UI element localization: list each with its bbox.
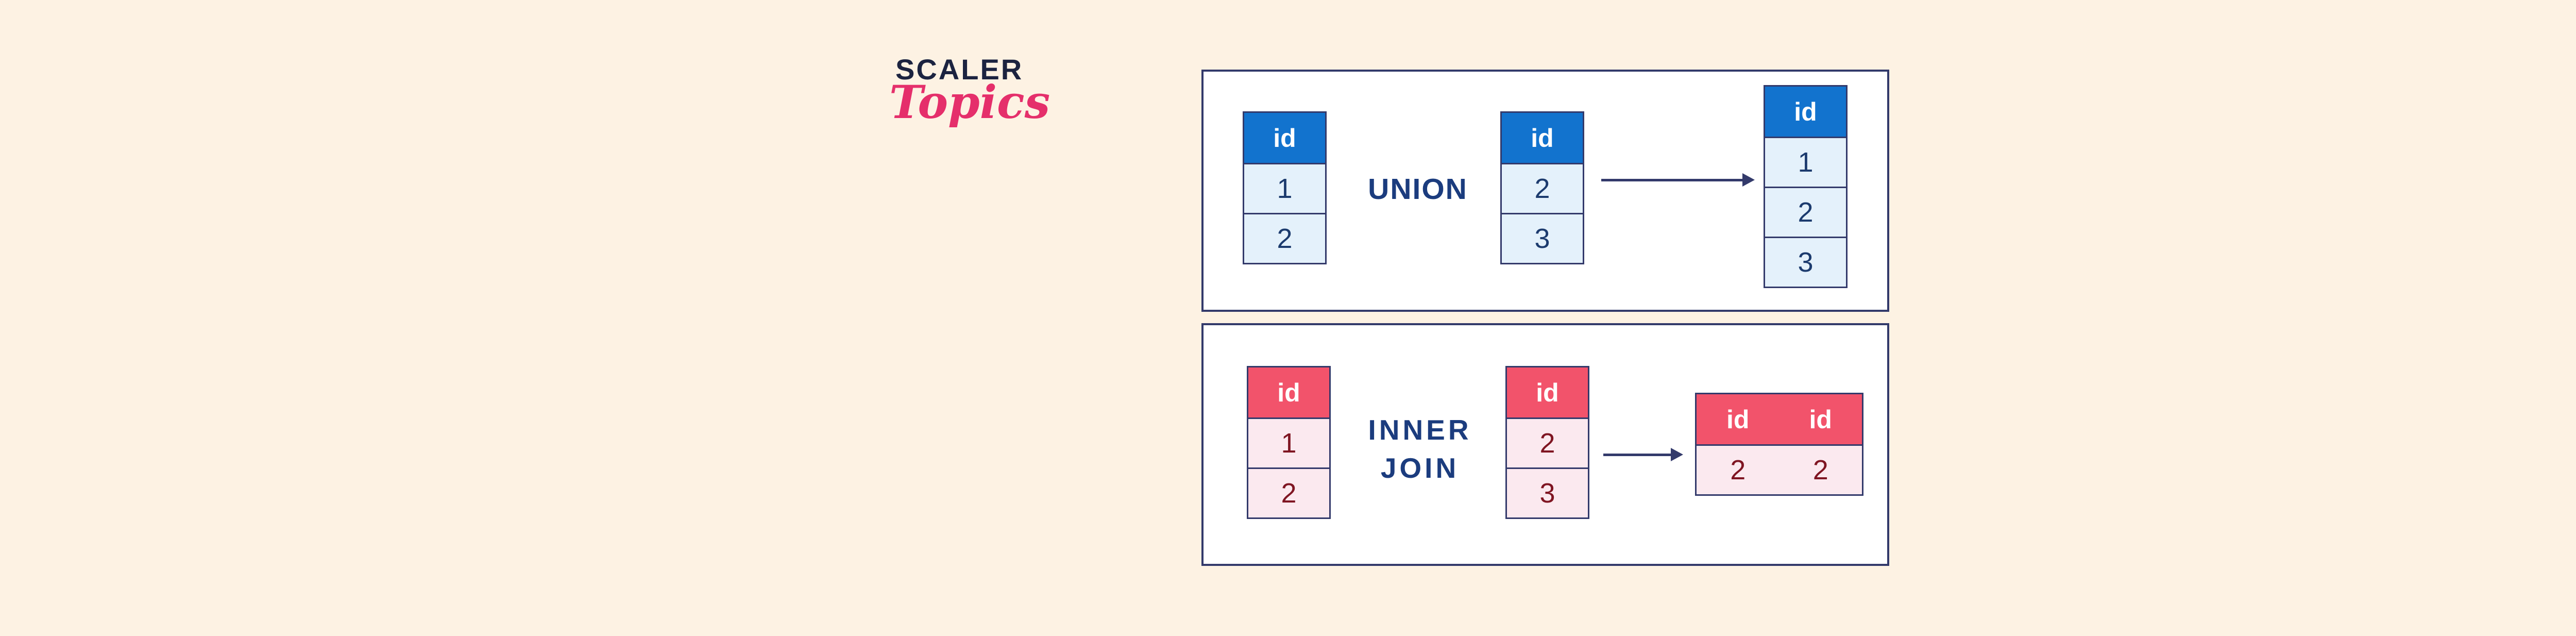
logo-topics-text: Topics: [889, 75, 1050, 129]
union-arrow: [1601, 179, 1743, 181]
logo-scaler-text: SCALER: [895, 53, 1024, 86]
table-cell: 2: [1502, 163, 1583, 213]
inner-join-label: INNER JOIN: [1341, 411, 1496, 487]
table-cell: 1: [1248, 417, 1329, 467]
inner-join-label-line2: JOIN: [1380, 452, 1460, 484]
table-header-cell: id: [1726, 405, 1750, 434]
table-cell: 2: [1507, 417, 1588, 467]
table-header-cell: id: [1244, 113, 1325, 163]
inner-join-arrow-head-icon: [1671, 448, 1683, 461]
table-header-cell: id: [1507, 367, 1588, 417]
table-row: 2 2: [1697, 444, 1862, 494]
inner-join-result-table: id id 2 2: [1695, 393, 1863, 496]
table-cell: 1: [1244, 163, 1325, 213]
table-cell: 1: [1765, 137, 1846, 187]
union-result-table: id 1 2 3: [1764, 85, 1848, 288]
table-header-row: id id: [1697, 394, 1862, 444]
inner-join-arrow: [1603, 454, 1672, 456]
union-label: UNION: [1368, 173, 1468, 206]
table-header-cell: id: [1809, 405, 1832, 434]
table-cell: 2: [1248, 467, 1329, 517]
table-cell: 2: [1730, 455, 1746, 486]
table-header-cell: id: [1502, 113, 1583, 163]
table-cell: 3: [1765, 237, 1846, 287]
union-middle-table: id 2 3: [1500, 111, 1584, 264]
table-cell: 2: [1244, 213, 1325, 263]
table-cell: 3: [1502, 213, 1583, 263]
table-header-cell: id: [1248, 367, 1329, 417]
table-cell: 3: [1507, 467, 1588, 517]
union-left-table: id 1 2: [1243, 111, 1327, 264]
inner-join-middle-table: id 2 3: [1505, 366, 1589, 519]
inner-join-label-line1: INNER: [1368, 414, 1472, 446]
table-header-cell: id: [1765, 87, 1846, 137]
union-arrow-head-icon: [1742, 173, 1755, 187]
table-cell: 2: [1765, 187, 1846, 237]
inner-join-left-table: id 1 2: [1247, 366, 1331, 519]
table-cell: 2: [1812, 455, 1828, 486]
